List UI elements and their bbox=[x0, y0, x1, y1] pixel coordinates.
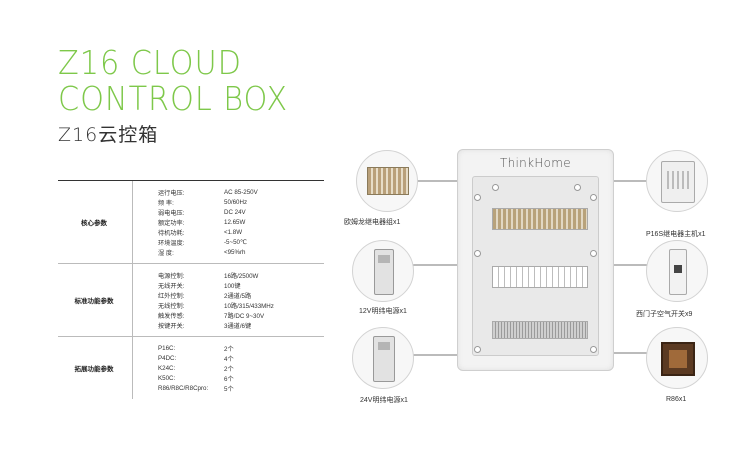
title-line-1: Z16 CLOUD bbox=[58, 43, 242, 82]
breaker-image bbox=[646, 240, 708, 302]
spec-table: 核心参数 运行电压:AC 85-250V 频 率:50/60Hz 弱电电压:DC… bbox=[58, 180, 324, 399]
spec-row: 运行电压:AC 85-250V bbox=[158, 188, 258, 197]
spec-section-expansion: 拓展功能参数 P16C:2个 P4DC:4个 K24C:2个 K50C:6个 R… bbox=[58, 337, 324, 399]
spec-row: 待机功耗:<1.8W bbox=[158, 228, 243, 237]
spec-row: 无线控制:10路/315/433MHz bbox=[158, 302, 274, 310]
spec-row: 弱电电压:DC 24V bbox=[158, 208, 246, 217]
spec-row: K50C:6个 bbox=[158, 374, 234, 383]
label-omron: 欧姆龙继电器组x1 bbox=[344, 219, 401, 226]
spec-row: 触发传感:7路/DC 9~30V bbox=[158, 312, 265, 320]
spec-row: K24C:2个 bbox=[158, 364, 234, 373]
label-psu-12v: 12V明纬电源x1 bbox=[359, 308, 407, 315]
spec-row: P16C:2个 bbox=[158, 344, 234, 353]
omron-relay-image bbox=[356, 150, 418, 212]
spec-row: 按键开关:3通道/6键 bbox=[158, 322, 252, 330]
psu-12v-image bbox=[352, 240, 414, 302]
section-label: 拓展功能参数 bbox=[74, 366, 114, 373]
spec-row: 额定功率:12.65W bbox=[158, 218, 246, 227]
p16s-relay-image bbox=[646, 150, 708, 212]
label-psu-24v: 24V明纬电源x1 bbox=[360, 397, 408, 404]
breaker-row bbox=[492, 266, 588, 288]
section-label: 标准功能参数 bbox=[74, 298, 114, 305]
spec-section-standard: 标准功能参数 电源控制:16路/2500W 无线开关:100键 红外控制:2通道… bbox=[58, 264, 324, 337]
label-breaker: 西门子空气开关x9 bbox=[636, 311, 693, 318]
title-chinese: Z16云控箱 bbox=[58, 124, 159, 146]
spec-row: 频 率:50/60Hz bbox=[158, 198, 248, 207]
spec-row: P4DC:4个 bbox=[158, 354, 234, 363]
section-label: 核心参数 bbox=[81, 220, 107, 227]
spec-row: 湿 度:<95%rh bbox=[158, 248, 246, 257]
spec-row: R86/R8C/R8Cpro:5个 bbox=[158, 384, 234, 393]
control-box: ThinkHome bbox=[457, 149, 614, 371]
spec-row: 红外控制:2通道/5路 bbox=[158, 292, 252, 300]
din-rail bbox=[492, 321, 588, 339]
spec-row: 电源控制:16路/2500W bbox=[158, 272, 259, 280]
spec-section-core: 核心参数 运行电压:AC 85-250V 频 率:50/60Hz 弱电电压:DC… bbox=[58, 181, 324, 264]
relay-row bbox=[492, 208, 588, 230]
label-r86: R86x1 bbox=[666, 396, 687, 403]
label-p16s: P16S继电器主机x1 bbox=[646, 231, 706, 238]
brand-logo: ThinkHome bbox=[500, 156, 571, 170]
spec-row: 环境温度:-5~50℃ bbox=[158, 238, 247, 247]
psu-24v-image bbox=[352, 327, 414, 389]
r86-panel-image bbox=[646, 327, 708, 389]
title-line-2: CONTROL BOX bbox=[58, 79, 289, 118]
spec-row: 无线开关:100键 bbox=[158, 282, 241, 290]
